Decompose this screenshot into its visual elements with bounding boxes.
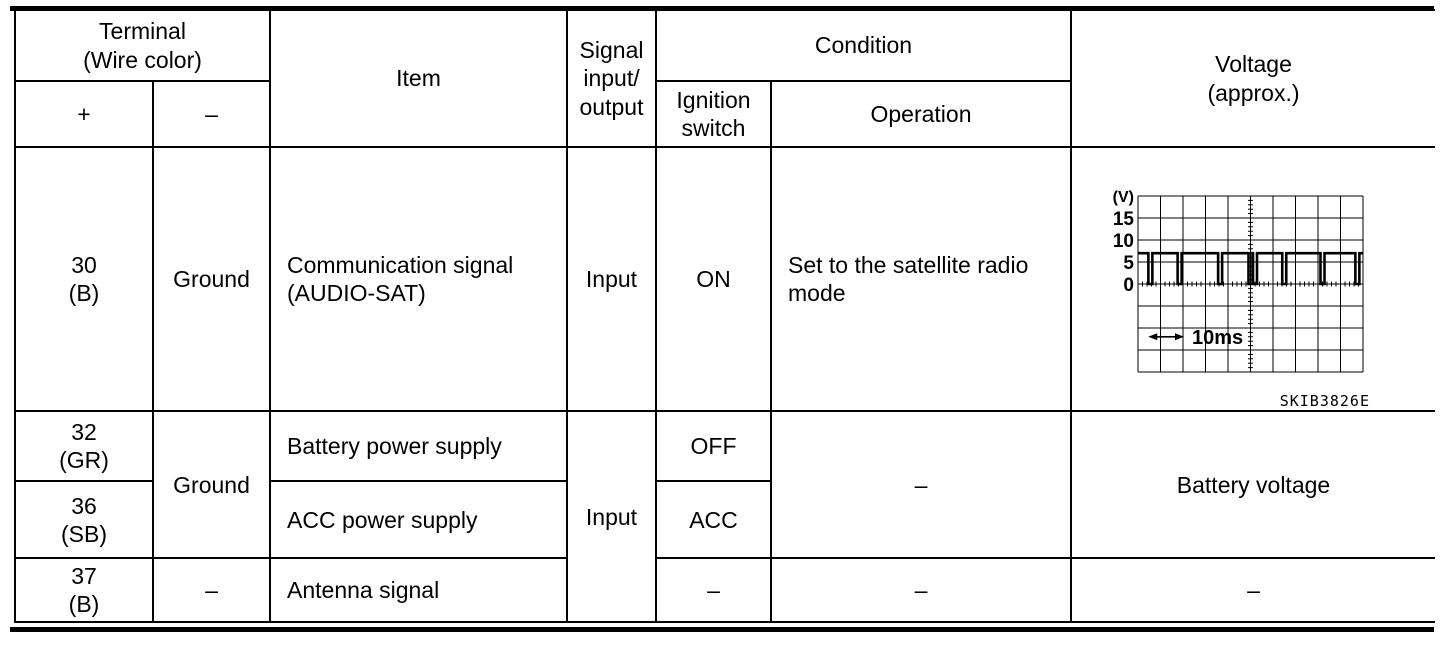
header-condition: Condition <box>655 9 1072 82</box>
cell-voltage-dash: – <box>1070 557 1435 624</box>
header-ignition-switch: Ignition switch <box>655 80 772 148</box>
cell-terminal-minus-dash: – <box>152 557 271 624</box>
svg-text:10ms: 10ms <box>1192 327 1243 349</box>
cell-ignition-dash: – <box>655 557 772 624</box>
cell-signal-input: Input <box>566 410 657 624</box>
figure-code: SKIB3826E <box>1279 392 1370 411</box>
svg-text:5: 5 <box>1123 253 1134 274</box>
cell-item-communication-signal: Communication signal (AUDIO-SAT) <box>269 145 568 413</box>
cell-signal-input: Input <box>566 145 657 413</box>
cell-terminal-minus-ground: Ground <box>152 410 271 560</box>
cell-terminal-plus-32: 32 (GR) <box>14 410 154 483</box>
cell-operation-dash: – <box>770 557 1072 624</box>
svg-text:10: 10 <box>1113 231 1134 252</box>
header-signal-input-output: Signal input/ output <box>566 9 657 148</box>
svg-text:0: 0 <box>1123 275 1134 296</box>
cell-item-acc-power: ACC power supply <box>269 480 568 560</box>
cell-item-antenna-signal: Antenna signal <box>269 557 568 624</box>
cell-voltage-battery: Battery voltage <box>1070 410 1435 560</box>
cell-operation-dash: – <box>770 410 1072 560</box>
header-terminal-minus: – <box>152 80 271 148</box>
cell-ignition-on: ON <box>655 145 772 413</box>
cell-terminal-plus-37: 37 (B) <box>14 557 154 624</box>
cell-ignition-off: OFF <box>655 410 772 483</box>
svg-text:15: 15 <box>1113 209 1135 230</box>
bottom-rule <box>10 627 1434 632</box>
table-row: 36 (SB) ACC power supply ACC <box>14 480 1435 560</box>
table-row: 37 (B) – Antenna signal – – – <box>14 557 1435 624</box>
cell-terminal-plus-36: 36 (SB) <box>14 480 154 560</box>
table-row: 32 (GR) Ground Battery power supply Inpu… <box>14 410 1435 624</box>
header-terminal-wire-color: Terminal (Wire color) <box>14 9 271 82</box>
header-operation: Operation <box>770 80 1072 148</box>
table-row: 30 (B) Ground Communication signal (AUDI… <box>14 145 1435 413</box>
header-terminal-plus: + <box>14 80 154 148</box>
cell-item-battery-power: Battery power supply <box>269 410 568 483</box>
cell-terminal-minus-ground: Ground <box>152 145 271 413</box>
terminal-spec-table: Terminal (Wire color) Item Signal input/… <box>14 9 1435 624</box>
header-item: Item <box>269 9 568 148</box>
top-rule <box>10 6 1434 11</box>
cell-ignition-acc: ACC <box>655 480 772 560</box>
cell-terminal-plus-30: 30 (B) <box>14 145 154 413</box>
cell-operation-satellite-mode: Set to the satellite radio mode <box>770 145 1072 413</box>
svg-text:(V): (V) <box>1113 189 1134 206</box>
header-voltage-approx: Voltage (approx.) <box>1070 9 1435 148</box>
